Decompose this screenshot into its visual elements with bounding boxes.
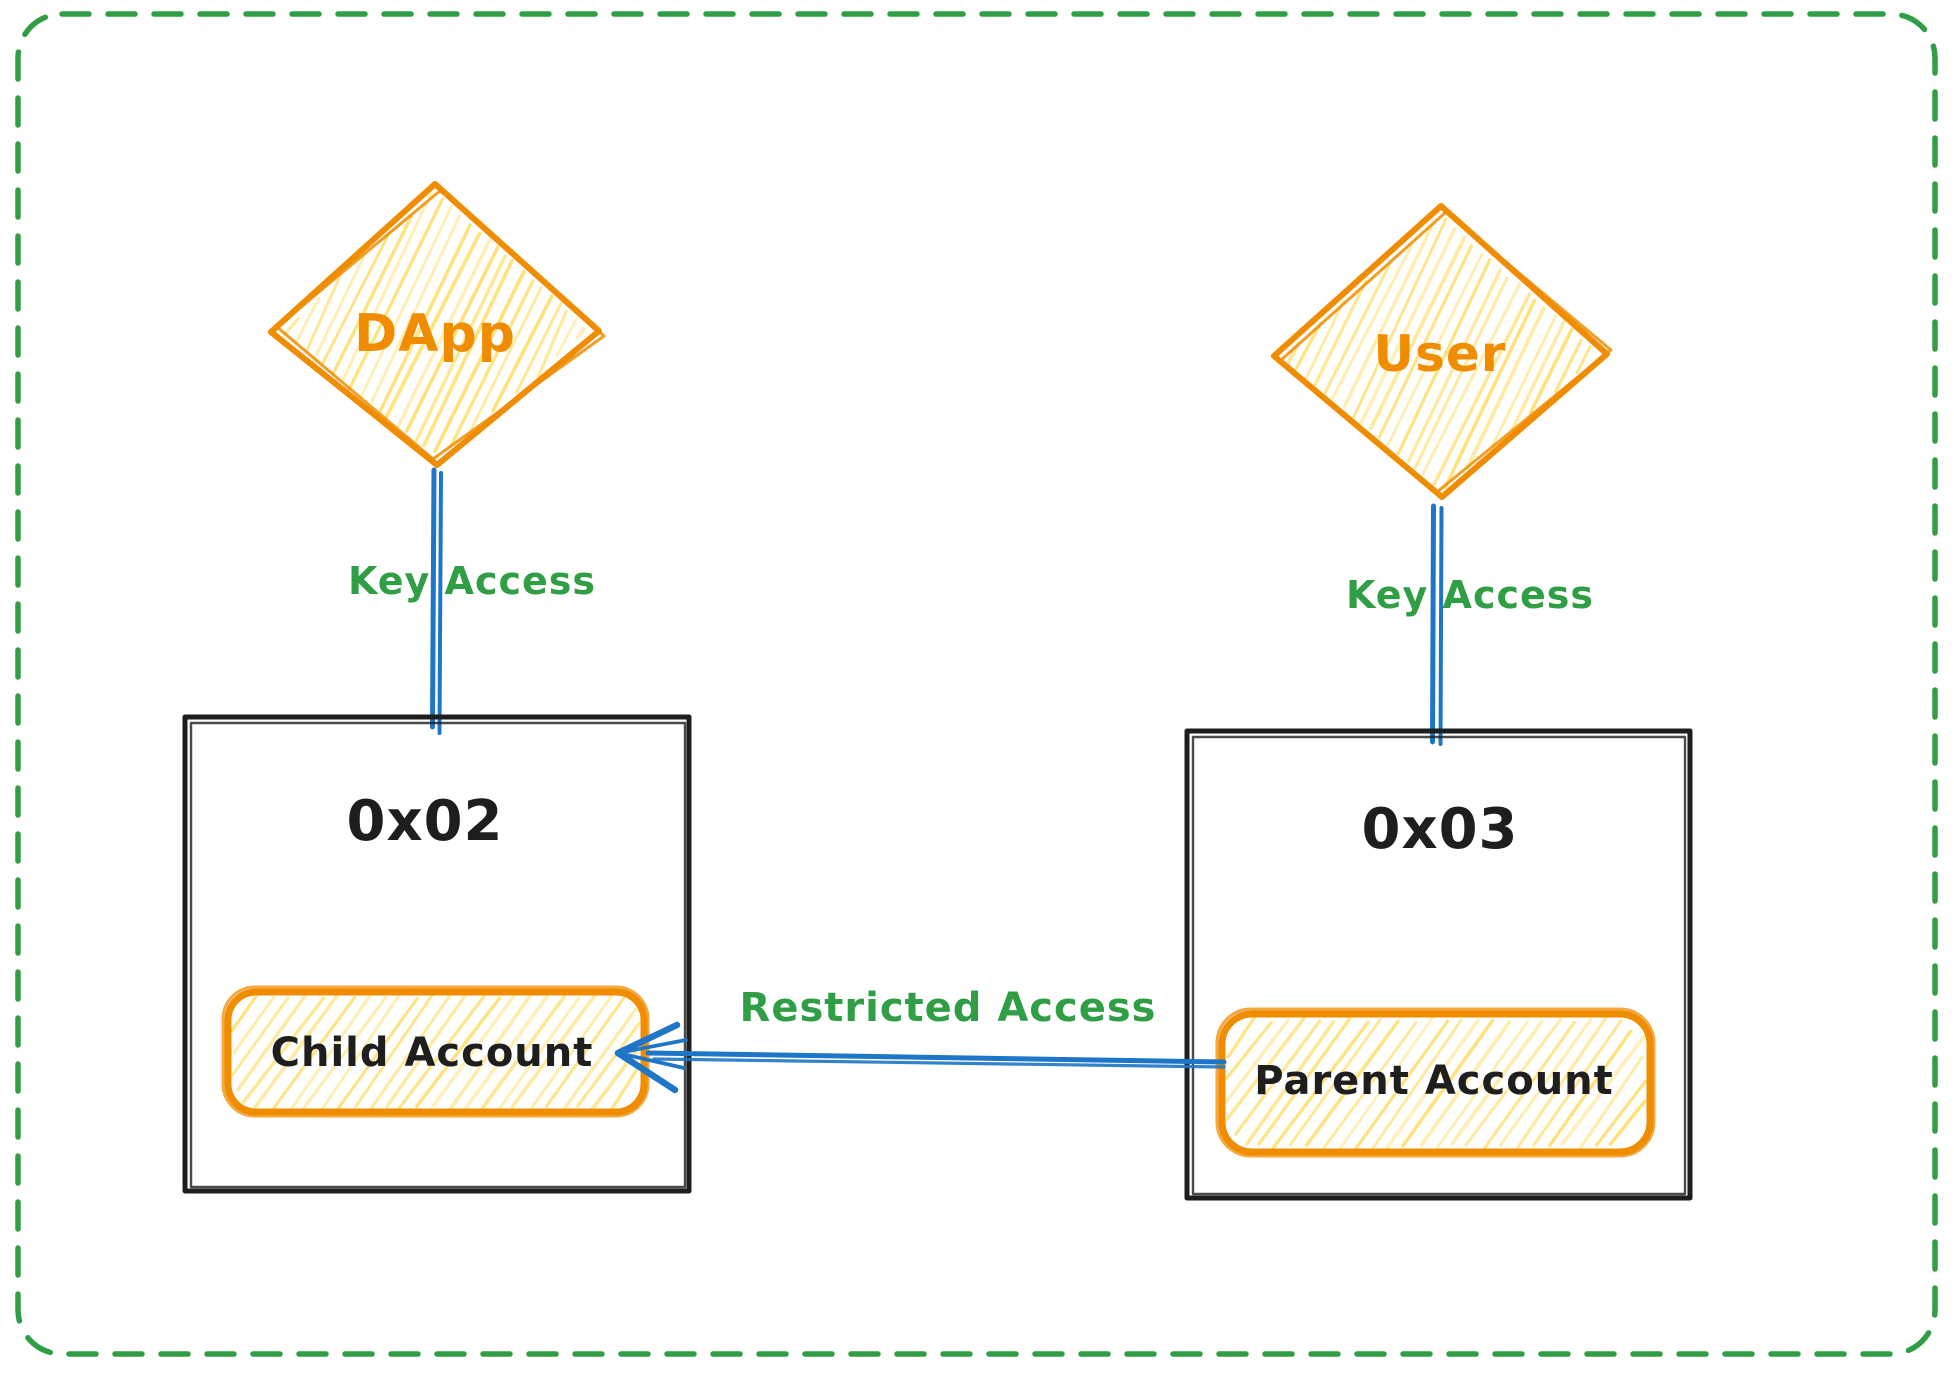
parent-account-node: Parent Account — [1215, 1007, 1656, 1158]
account-box-outline — [1184, 728, 1693, 1201]
account-box-outline — [182, 714, 692, 1194]
restricted-access-edge: Restricted Access — [614, 985, 1227, 1094]
edge-line-sketch — [1438, 506, 1444, 746]
edge-line — [430, 467, 437, 730]
edge-line-sketch — [437, 471, 443, 735]
key-access-edge-right: Key Access — [1346, 503, 1594, 746]
user-diamond-outline — [1271, 203, 1610, 500]
account-address-0x03: 0x03 — [1361, 797, 1518, 862]
edge-line — [1430, 503, 1436, 745]
restricted-access-label: Restricted Access — [740, 985, 1157, 1031]
account-box-0x02: 0x02 Child Account — [182, 714, 692, 1194]
dashed-frame-border — [15, 11, 1938, 1357]
arrowhead-barb — [616, 1051, 686, 1070]
dapp-label: DApp — [354, 304, 516, 364]
parent-account-outline — [1218, 1010, 1654, 1156]
key-access-label-right: Key Access — [1346, 573, 1594, 617]
account-box-sketch-stroke — [189, 721, 687, 1189]
child-account-node: Child Account — [221, 985, 650, 1118]
parent-account-label: Parent Account — [1254, 1058, 1614, 1104]
child-account-outline — [224, 988, 648, 1116]
user-node: User — [1271, 203, 1613, 500]
account-box-0x03: 0x03 Parent Account — [1184, 728, 1693, 1201]
key-access-edge-left: Key Access — [348, 467, 596, 735]
account-address-0x02: 0x02 — [346, 789, 503, 854]
dapp-node: DApp — [268, 181, 606, 468]
user-hatch-fill — [1286, 217, 1592, 490]
user-diamond-sketch-stroke — [1278, 210, 1613, 494]
parent-account-sketch-stroke — [1215, 1007, 1656, 1158]
arrowhead-barb — [616, 1038, 688, 1055]
edge-line — [645, 1050, 1227, 1065]
child-account-hatch-fill — [230, 991, 643, 1112]
child-account-label: Child Account — [271, 1030, 594, 1076]
dapp-diamond-sketch-stroke — [275, 188, 606, 461]
dapp-hatch-fill — [282, 191, 586, 454]
account-box-sketch-stroke — [1191, 735, 1687, 1196]
user-label: User — [1374, 325, 1507, 383]
key-access-label-left: Key Access — [348, 559, 596, 603]
parent-account-hatch-fill — [1224, 1016, 1647, 1150]
edge-line-sketch — [652, 1057, 1226, 1069]
